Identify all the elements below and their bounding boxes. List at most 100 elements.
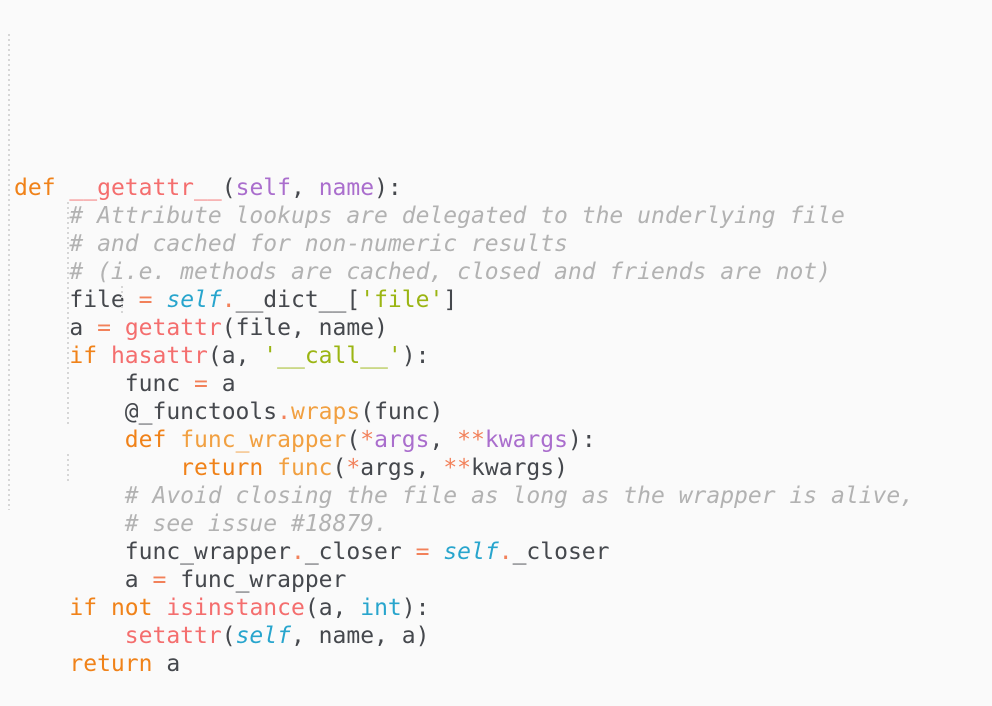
code-line: if not isinstance(a, int): xyxy=(14,594,992,622)
code-line: def __getattr__(self, name): xyxy=(14,174,992,202)
code-token xyxy=(14,231,69,257)
code-line: return func(*args, **kwargs) xyxy=(14,454,992,482)
code-line: @_functools.wraps(func) xyxy=(14,398,992,426)
code-token xyxy=(14,455,180,481)
code-token: = xyxy=(97,315,111,341)
code-token xyxy=(14,511,125,537)
code-token: # (i.e. methods are cached, closed and f… xyxy=(69,259,831,285)
code-token: ( xyxy=(221,175,236,201)
code-token: ] xyxy=(443,287,458,313)
code-token: name xyxy=(318,175,375,201)
code-line: # and cached for non-numeric results xyxy=(14,230,992,258)
code-token: @_functools xyxy=(14,399,278,425)
code-token: func xyxy=(277,455,333,481)
code-token: ( xyxy=(346,427,361,453)
code-token: wraps xyxy=(290,399,361,425)
code-token: . xyxy=(498,539,513,565)
code-line: # Avoid closing the file as long as the … xyxy=(14,482,992,510)
code-token xyxy=(14,595,69,621)
code-token: isinstance xyxy=(166,595,305,621)
code-token xyxy=(14,651,69,677)
code-token: , xyxy=(429,427,458,453)
code-token xyxy=(166,427,180,453)
code-token: # see issue #18879. xyxy=(124,511,388,537)
code-token: not xyxy=(110,595,153,621)
code-token: ( xyxy=(221,623,236,649)
code-token: a xyxy=(207,371,236,397)
code-token: (a, xyxy=(207,343,264,369)
code-token: int xyxy=(360,595,402,621)
code-token: args, xyxy=(360,455,444,481)
code-token: (func) xyxy=(360,399,444,425)
code-line: # see issue #18879. xyxy=(14,510,992,538)
code-token: self xyxy=(235,175,291,201)
code-line: def func_wrapper(*args, **kwargs): xyxy=(14,426,992,454)
code-token: _closer xyxy=(512,539,610,565)
code-token: getattr xyxy=(124,315,222,341)
code-token: self xyxy=(443,539,499,565)
code-line: # Attribute lookups are delegated to the… xyxy=(14,202,992,230)
code-token: __getattr__ xyxy=(69,175,222,201)
code-token xyxy=(14,427,125,453)
code-token xyxy=(263,455,277,481)
code-token: * xyxy=(360,427,375,453)
code-token: = xyxy=(415,539,430,565)
code-token: ** xyxy=(457,427,485,453)
code-token: = xyxy=(194,371,208,397)
code-editor[interactable]: def __getattr__(self, name): # Attribute… xyxy=(0,0,992,677)
code-token xyxy=(97,595,111,621)
code-token: return xyxy=(180,455,264,481)
code-token: a xyxy=(152,651,181,677)
code-token xyxy=(153,595,167,621)
code-token xyxy=(14,203,69,229)
code-token: func_wrapper xyxy=(14,539,291,565)
code-token: = xyxy=(138,287,153,313)
code-token: if xyxy=(69,595,98,621)
code-token: kwargs) xyxy=(471,455,568,481)
code-token: hasattr xyxy=(110,343,208,369)
code-token: . xyxy=(221,287,236,313)
code-line: func = a xyxy=(14,370,992,398)
code-token xyxy=(56,175,70,201)
code-token: file xyxy=(14,287,139,313)
code-token xyxy=(14,259,69,285)
code-token xyxy=(97,343,111,369)
code-token xyxy=(152,287,166,313)
code-token xyxy=(14,343,69,369)
code-line: # (i.e. methods are cached, closed and f… xyxy=(14,258,992,286)
code-token: func xyxy=(14,371,195,397)
code-line: setattr(self, name, a) xyxy=(14,622,992,650)
code-token: (file, name) xyxy=(221,315,388,341)
code-token: * xyxy=(346,455,361,481)
code-token: __dict__[ xyxy=(235,287,361,313)
code-line: if hasattr(a, '__call__'): xyxy=(14,342,992,370)
indent-guide-level0 xyxy=(8,34,10,510)
code-token: ): xyxy=(401,595,430,621)
code-line: func_wrapper._closer = self._closer xyxy=(14,538,992,566)
code-token xyxy=(111,315,125,341)
code-token: func_wrapper xyxy=(166,567,347,593)
code-token: '__call__' xyxy=(263,343,402,369)
code-token xyxy=(429,539,443,565)
code-token: a xyxy=(14,315,98,341)
code-token: def xyxy=(124,427,167,453)
code-token: , name, a) xyxy=(290,623,430,649)
code-line: a = getattr(file, name) xyxy=(14,314,992,342)
code-token: ): xyxy=(401,343,430,369)
code-token: func_wrapper xyxy=(180,427,347,453)
code-token: return xyxy=(69,651,153,677)
code-line: return a xyxy=(14,650,992,678)
code-token: ): xyxy=(374,175,402,201)
code-token: 'file' xyxy=(360,287,444,313)
code-token: = xyxy=(152,567,167,593)
code-token: , xyxy=(290,175,319,201)
code-token: # Avoid closing the file as long as the … xyxy=(124,483,915,509)
code-token: a xyxy=(14,567,153,593)
code-token: # Attribute lookups are delegated to the… xyxy=(69,203,845,229)
code-token: _closer xyxy=(304,539,416,565)
code-token xyxy=(14,623,125,649)
code-token: kwargs xyxy=(484,427,568,453)
code-token: . xyxy=(277,399,291,425)
code-token: ): xyxy=(567,427,596,453)
code-token: if xyxy=(69,343,98,369)
